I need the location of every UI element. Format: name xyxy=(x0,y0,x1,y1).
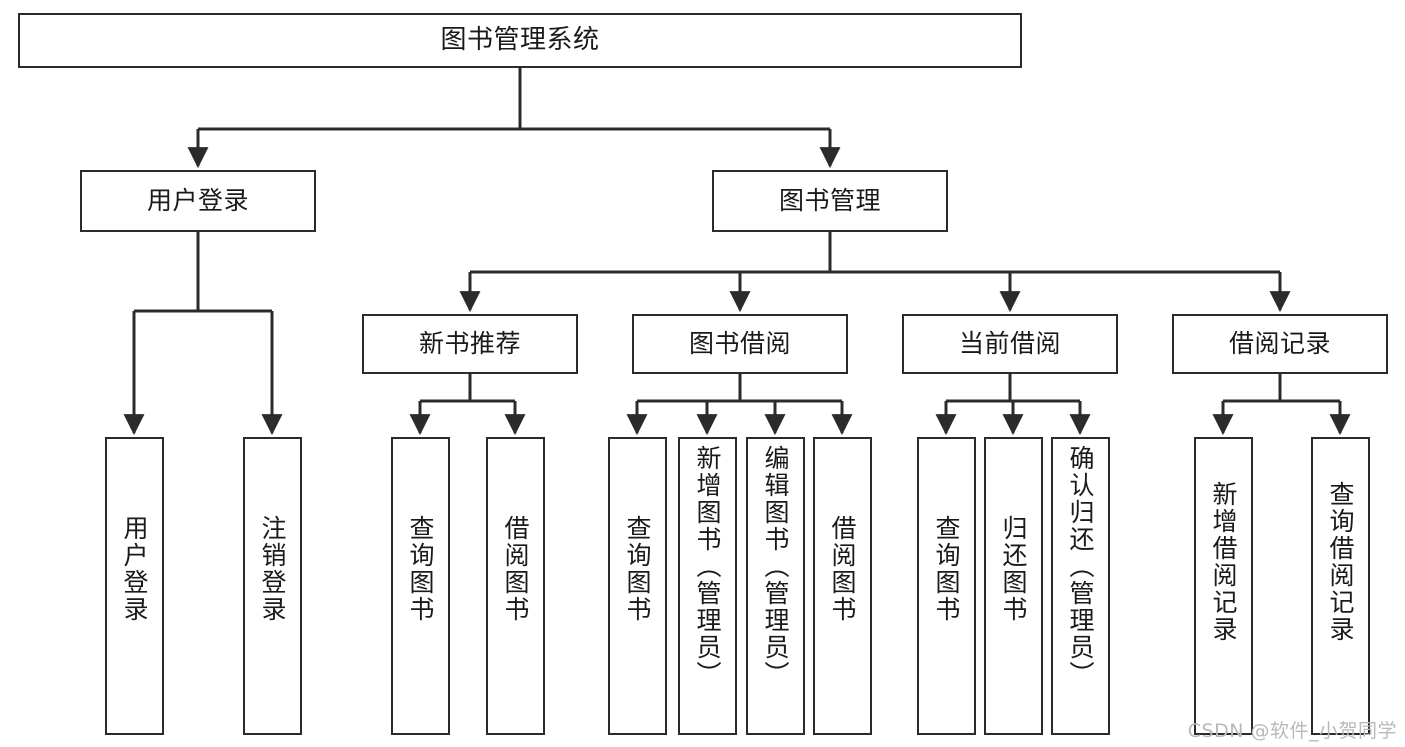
node-leaf-query-book-borrow[interactable]: 查询图书 xyxy=(608,437,667,735)
node-leaf-query-borrow-record-label: 查询借阅记录 xyxy=(1326,481,1355,643)
node-leaf-borrow-book-recommend-label: 借阅图书 xyxy=(501,515,530,623)
node-new-book-recommend[interactable]: 新书推荐 xyxy=(362,314,578,374)
node-leaf-return-book-label: 归还图书 xyxy=(999,515,1028,623)
node-leaf-query-book-recommend[interactable]: 查询图书 xyxy=(391,437,450,735)
node-leaf-query-book-borrow-label: 查询图书 xyxy=(623,515,652,623)
node-leaf-logout-label: 注销登录 xyxy=(258,515,287,623)
node-leaf-confirm-return-label: 确认归还（管理员） xyxy=(1066,445,1095,688)
node-book-manage-label: 图书管理 xyxy=(778,185,881,215)
node-book-manage[interactable]: 图书管理 xyxy=(712,170,948,232)
node-leaf-edit-book[interactable]: 编辑图书（管理员） xyxy=(746,437,805,735)
node-leaf-query-book-current[interactable]: 查询图书 xyxy=(917,437,976,735)
node-leaf-user-login[interactable]: 用户登录 xyxy=(105,437,164,735)
node-root-label: 图书管理系统 xyxy=(440,24,600,55)
node-root[interactable]: 图书管理系统 xyxy=(18,13,1022,68)
node-leaf-borrow-book[interactable]: 借阅图书 xyxy=(813,437,872,735)
node-borrow-record[interactable]: 借阅记录 xyxy=(1172,314,1388,374)
node-current-borrow[interactable]: 当前借阅 xyxy=(902,314,1118,374)
node-leaf-user-login-label: 用户登录 xyxy=(120,515,149,623)
node-book-borrow[interactable]: 图书借阅 xyxy=(632,314,848,374)
node-leaf-borrow-book-recommend[interactable]: 借阅图书 xyxy=(486,437,545,735)
node-leaf-add-borrow-record[interactable]: 新增借阅记录 xyxy=(1194,437,1253,735)
node-leaf-add-book[interactable]: 新增图书（管理员） xyxy=(678,437,737,735)
node-leaf-borrow-book-label: 借阅图书 xyxy=(828,515,857,623)
node-borrow-record-label: 借阅记录 xyxy=(1228,328,1331,358)
node-leaf-add-borrow-record-label: 新增借阅记录 xyxy=(1209,481,1238,643)
node-leaf-logout[interactable]: 注销登录 xyxy=(243,437,302,735)
node-leaf-edit-book-label: 编辑图书（管理员） xyxy=(761,445,790,688)
node-user-login[interactable]: 用户登录 xyxy=(80,170,316,232)
node-new-book-recommend-label: 新书推荐 xyxy=(418,328,521,358)
node-book-borrow-label: 图书借阅 xyxy=(688,328,791,358)
node-leaf-query-borrow-record[interactable]: 查询借阅记录 xyxy=(1311,437,1370,735)
watermark: CSDN @软件_小贺同学 xyxy=(1187,720,1397,742)
node-user-login-label: 用户登录 xyxy=(146,185,249,215)
node-leaf-confirm-return[interactable]: 确认归还（管理员） xyxy=(1051,437,1110,735)
node-leaf-return-book[interactable]: 归还图书 xyxy=(984,437,1043,735)
node-current-borrow-label: 当前借阅 xyxy=(958,328,1061,358)
node-leaf-query-book-recommend-label: 查询图书 xyxy=(406,515,435,623)
node-leaf-query-book-current-label: 查询图书 xyxy=(932,515,961,623)
node-leaf-add-book-label: 新增图书（管理员） xyxy=(693,445,722,688)
